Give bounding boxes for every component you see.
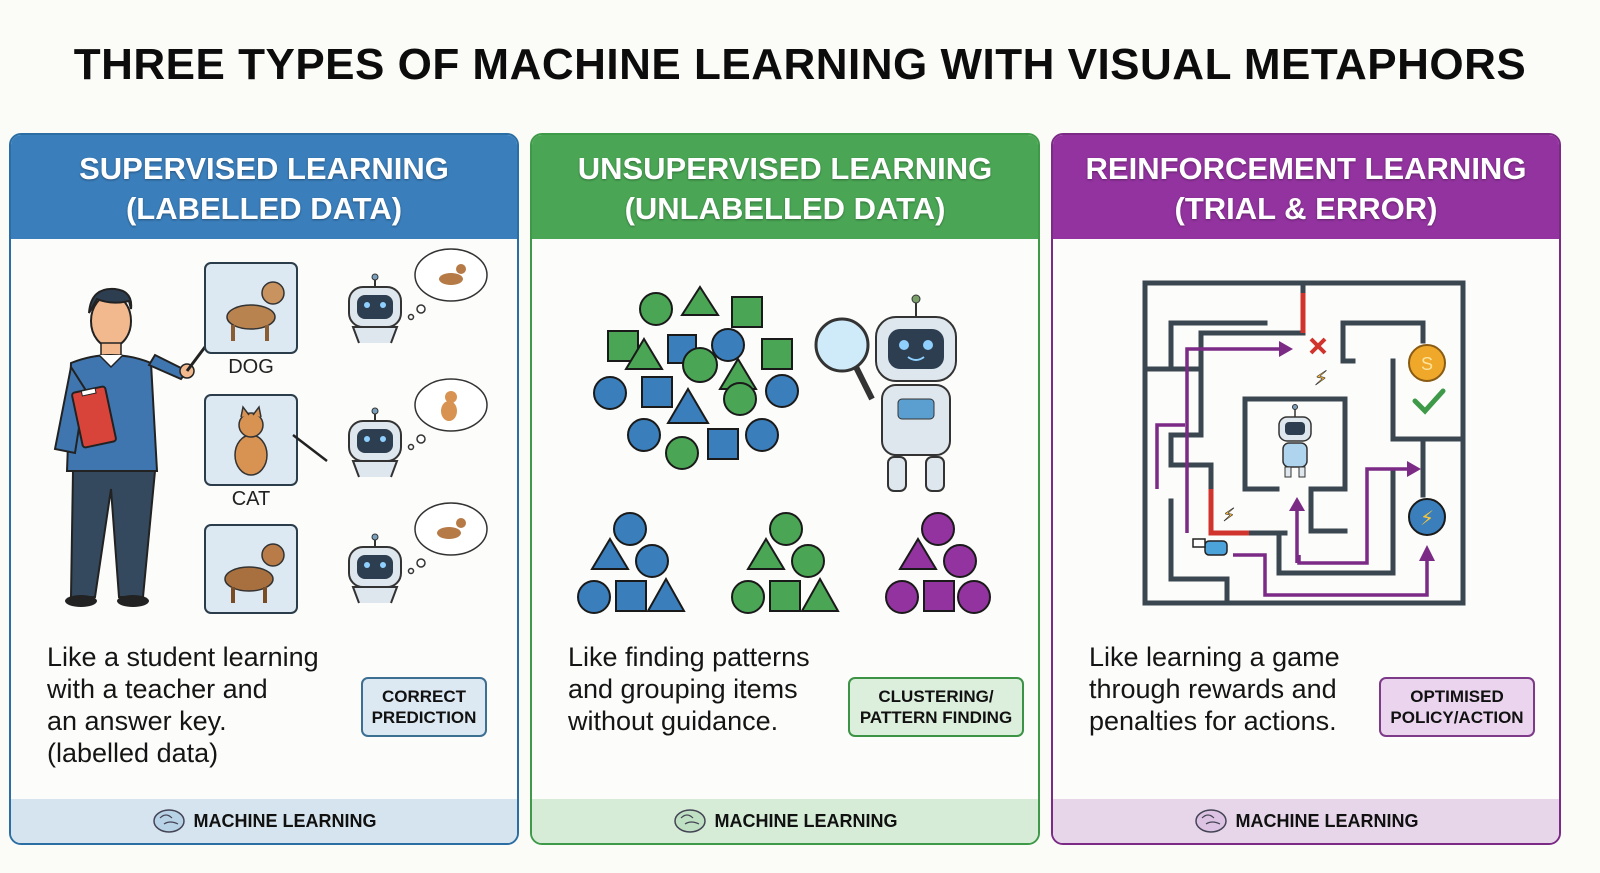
- panel-heading: UNSUPERVISED LEARNING (UNLABELLED DATA): [532, 135, 1038, 239]
- coin-icon: S: [1408, 344, 1446, 382]
- speech-bubble-clustering: CLUSTERING/ PATTERN FINDING: [848, 677, 1024, 737]
- dog-card-unlabelled: [204, 524, 298, 614]
- brain-icon: [152, 809, 185, 833]
- robot-icon: [348, 407, 402, 478]
- description: Like learning a game through rewards and…: [1089, 642, 1340, 736]
- speech-bubble-correct-prediction: CORRECT PREDICTION: [361, 677, 487, 737]
- mixed-shapes-cluster: [593, 285, 799, 470]
- panel-footer: MACHINE LEARNING: [532, 799, 1038, 843]
- supervised-illustration: DOG CAT: [53, 248, 488, 614]
- footer-label: MACHINE LEARNING: [193, 810, 377, 831]
- robot-icon: [348, 273, 402, 344]
- dog-card: [204, 262, 298, 354]
- svg-text:S: S: [1421, 354, 1433, 374]
- check-icon: [1412, 388, 1446, 415]
- brain-icon: [1194, 809, 1227, 833]
- speech-bubble-optimised-policy: OPTIMISED POLICY/ACTION: [1379, 677, 1535, 737]
- page-title: THREE TYPES OF MACHINE LEARNING WITH VIS…: [73, 40, 1527, 89]
- reinforcement-illustration: ⚡ ⚡ S ⚡: [1142, 280, 1466, 606]
- blue-cluster: [577, 512, 686, 614]
- purple-cluster: [885, 512, 991, 614]
- heading-line-1: REINFORCEMENT LEARNING: [1085, 151, 1527, 186]
- svg-text:⚡: ⚡: [1420, 508, 1434, 530]
- panel-footer: MACHINE LEARNING: [11, 799, 517, 843]
- footer-label: MACHINE LEARNING: [1235, 810, 1419, 831]
- panel-heading: SUPERVISED LEARNING (LABELLED DATA): [11, 135, 517, 239]
- teacher-figure: [53, 287, 219, 607]
- supervised-learning-panel: SUPERVISED LEARNING (LABELLED DATA): [9, 133, 519, 845]
- green-cluster: [731, 512, 840, 614]
- panel-footer: MACHINE LEARNING: [1053, 799, 1559, 843]
- description: Like a student learning with a teacher a…: [47, 642, 319, 768]
- energy-icon: ⚡: [1408, 498, 1446, 536]
- x-mark-icon: [1309, 337, 1327, 355]
- heading-line-1: UNSUPERVISED LEARNING: [577, 151, 993, 186]
- unsupervised-learning-panel: UNSUPERVISED LEARNING (UNLABELLED DATA): [530, 133, 1040, 845]
- unsupervised-illustration: [577, 285, 991, 614]
- footer-label: MACHINE LEARNING: [714, 810, 898, 831]
- hand-icon: [1192, 538, 1228, 556]
- robot-icon: [348, 533, 402, 604]
- reinforcement-learning-panel: REINFORCEMENT LEARNING (TRIAL & ERROR): [1051, 133, 1561, 845]
- dog-label: DOG: [228, 356, 274, 378]
- brain-icon: [673, 809, 706, 833]
- description: Like finding patterns and grouping items…: [568, 642, 810, 736]
- panel-heading: REINFORCEMENT LEARNING (TRIAL & ERROR): [1053, 135, 1559, 239]
- lightning-icon: ⚡: [1223, 505, 1236, 525]
- heading-line-2: (UNLABELLED DATA): [624, 191, 946, 226]
- cat-label: CAT: [232, 488, 271, 510]
- heading-line-2: (LABELLED DATA): [125, 191, 403, 226]
- lightning-icon: ⚡: [1314, 368, 1328, 390]
- robot-icon: [1278, 404, 1312, 478]
- path-arrows: [1155, 347, 1429, 597]
- robot-with-magnifier-icon: [814, 294, 957, 492]
- heading-line-2: (TRIAL & ERROR): [1174, 191, 1438, 226]
- heading-line-1: SUPERVISED LEARNING: [79, 151, 449, 186]
- cat-card: [204, 394, 298, 486]
